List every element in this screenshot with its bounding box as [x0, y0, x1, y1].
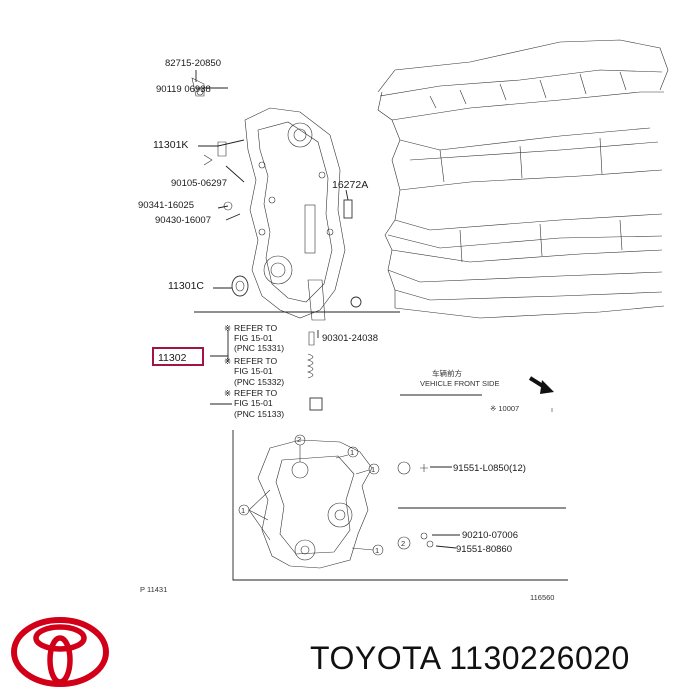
brand-part-number: TOYOTA 1130226020 [310, 640, 630, 676]
marker-1-c: 1 [241, 506, 245, 515]
note-mark-3: ※ [224, 388, 231, 398]
callout-16272a: 16272A [332, 179, 368, 191]
note-2-line1: REFER TO [234, 356, 277, 366]
timing-cover-drawing [244, 107, 346, 321]
callout-90301-24038: 90301-24038 [322, 333, 378, 344]
note-3-line2: FIG 15-01 [234, 398, 273, 408]
callout-91551-80860: 91551-80860 [456, 544, 512, 555]
callout-90210-07006: 90210-07006 [462, 530, 518, 541]
marker-1-b: 1 [371, 465, 375, 474]
callout-90119-06938: 90119 06938 [156, 84, 211, 95]
callout-11301c: 11301C [168, 280, 204, 292]
note-3-line1: REFER TO [234, 388, 277, 398]
marker-2-top: 2 [297, 435, 301, 444]
direction-line-1: 车辆前方 [432, 368, 462, 378]
refer-notes: ※ REFER TO FIG 15-01 (PNC 15331) ※ REFER… [224, 323, 284, 419]
note-mark-1: ※ [224, 323, 231, 333]
figure-ref-right: 116560 [530, 593, 554, 600]
callout-90430-16007: 90430-16007 [155, 215, 211, 226]
note-mark-2: ※ [224, 356, 231, 366]
vehicle-front-arrow-icon [528, 376, 554, 394]
marker-1-a: 1 [350, 448, 354, 457]
exploded-parts-diagram: 82715-20850 90119 06938 11301K 90105-062… [138, 39, 669, 600]
callout-90105-06297: 90105-06297 [171, 178, 227, 189]
callout-11302: 11302 [158, 352, 187, 364]
marker-2-legend: 2 [401, 539, 405, 548]
note-2-line3: (PNC 15332) [234, 377, 284, 387]
callout-11301k: 11301K [153, 139, 188, 151]
vehicle-front-indicator: 车辆前方 VEHICLE FRONT SIDE ※ 10007 [400, 368, 554, 413]
note-2-line2: FIG 15-01 [234, 366, 273, 376]
direction-line-3: ※ 10007 [490, 404, 519, 413]
callout-82715-20850: 82715-20850 [165, 58, 221, 69]
sub-diagram-panel: 2 1 1 1 1 2 91551-L0850(12) 90210-07006 … [232, 430, 568, 581]
engine-block-outline [377, 39, 669, 319]
marker-1-d: 1 [375, 546, 379, 555]
highlighted-part-box [152, 347, 204, 366]
note-3-line3: (PNC 15133) [234, 409, 284, 419]
note-1-line1: REFER TO [234, 323, 277, 333]
toyota-logo-icon [11, 617, 109, 687]
callout-90341-16025: 90341-16025 [138, 200, 194, 211]
small-parts [191, 77, 362, 411]
note-1-line2: FIG 15-01 [234, 333, 273, 343]
figure-ref-left: P 11431 [140, 585, 167, 594]
callout-labels: 82715-20850 90119 06938 11301K 90105-062… [138, 58, 378, 366]
direction-line-2: VEHICLE FRONT SIDE [420, 379, 499, 388]
callout-91551-l0850: 91551-L0850(12) [453, 463, 526, 474]
leader-lines [194, 70, 400, 405]
note-1-line3: (PNC 15331) [234, 343, 284, 353]
